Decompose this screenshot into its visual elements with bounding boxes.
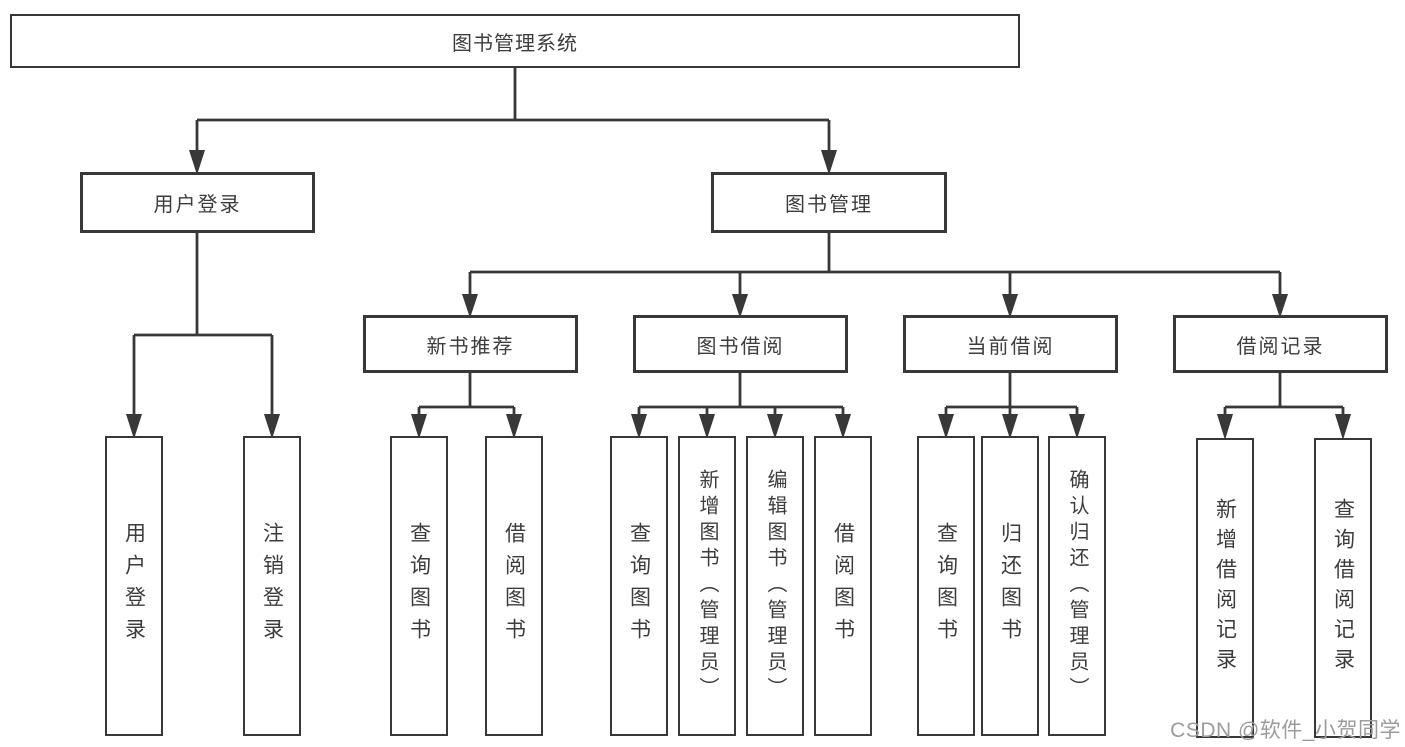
node-library-management-system: 图书管理系统 [10,14,1020,68]
node-book-management: 图书管理 [711,172,947,233]
node-label: 当前借阅 [966,335,1055,358]
leaf-query-books-2: 查询图书 [610,436,668,736]
node-label: 查询图书 [627,522,651,650]
csdn-watermark: CSDN @软件_小贺同学 [1170,719,1401,742]
node-label: 新增图书（管理员） [696,469,718,703]
node-label: 图书管理系统 [452,32,578,55]
leaf-edit-books-admin: 编辑图书（管理员） [746,436,804,736]
node-label: 用户登录 [122,522,146,650]
node-label: 查询借阅记录 [1331,498,1355,678]
leaf-add-borrow-record: 新增借阅记录 [1196,438,1254,738]
node-label: 编辑图书（管理员） [764,469,786,703]
node-label: 确认归还（管理员） [1066,469,1088,703]
node-label: 借阅记录 [1236,335,1325,358]
leaf-logout: 注销登录 [243,436,301,736]
leaf-return-books: 归还图书 [981,436,1039,736]
node-book-borrowing: 图书借阅 [633,315,848,373]
leaf-borrow-books-2: 借阅图书 [814,436,872,736]
node-label: 图书管理 [785,194,873,216]
node-label: 查询图书 [407,522,431,650]
node-current-borrowing: 当前借阅 [903,315,1118,373]
leaf-user-login: 用户登录 [105,436,163,736]
node-label: 查询图书 [934,522,958,650]
node-label: 借阅图书 [831,522,855,650]
leaf-borrow-books-1: 借阅图书 [485,436,543,736]
node-borrowing-records: 借阅记录 [1173,315,1388,373]
node-label: 新书推荐 [426,335,515,358]
leaf-add-books-admin: 新增图书（管理员） [678,436,736,736]
leaf-query-borrow-record: 查询借阅记录 [1314,438,1372,738]
node-label: 图书借阅 [696,335,785,358]
node-label: 归还图书 [998,522,1022,650]
node-label: 借阅图书 [502,522,526,650]
leaf-query-books-1: 查询图书 [390,436,448,736]
leaf-query-books-3: 查询图书 [917,436,975,736]
node-new-book-recommend: 新书推荐 [363,315,578,373]
node-label: 注销登录 [260,522,284,650]
node-label: 新增借阅记录 [1213,498,1237,678]
leaf-confirm-return-admin: 确认归还（管理员） [1048,436,1106,736]
node-label: 用户登录 [153,194,242,216]
node-user-login: 用户登录 [80,172,315,233]
